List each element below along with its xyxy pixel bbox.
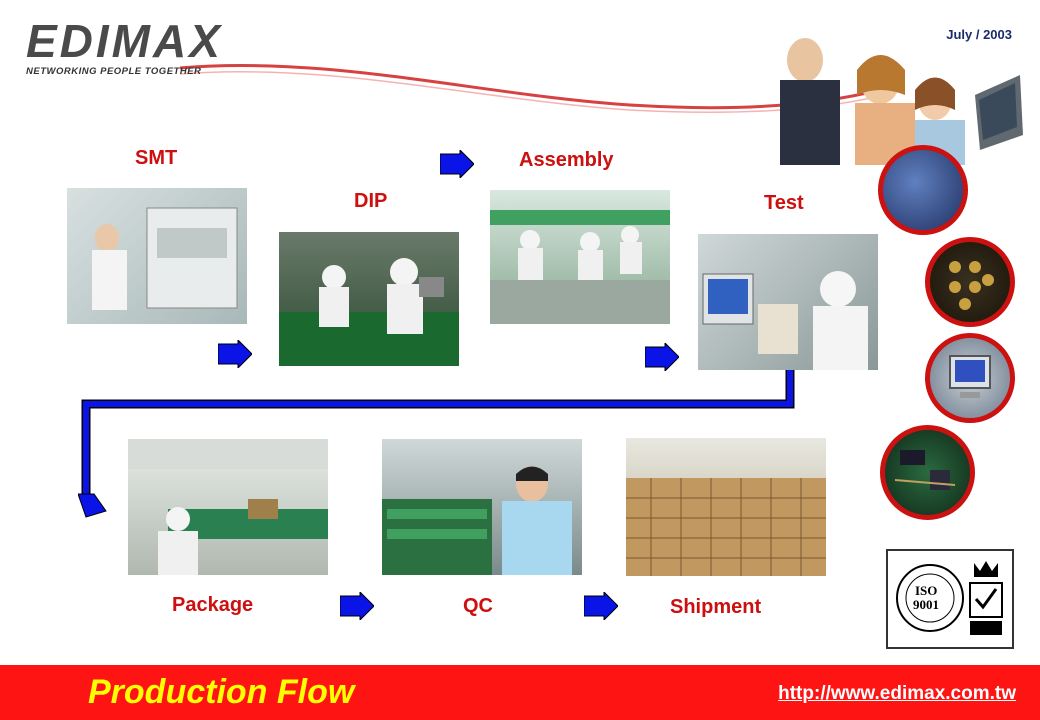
website-link[interactable]: http://www.edimax.com.tw [778,683,1016,704]
arrow-right-icon [584,592,618,620]
circuit-board-photo-circle [880,425,975,520]
smt-photo [67,188,247,324]
arrow-right-icon [645,343,679,371]
qc-photo [382,439,582,575]
edimax-logo: EDIMAX [26,15,223,67]
iso-label: ISO [915,583,938,598]
step-label-smt: SMT [135,147,178,169]
assembly-photo [490,190,670,324]
flow-connector-arrow-icon [78,370,795,518]
iso-number: 9001 [913,597,939,612]
cable-photo-circle [878,145,968,235]
iso-certification-badge-icon: ISO 9001 [886,549,1014,649]
connectors-photo-circle [925,237,1015,327]
footer-bar [0,665,1040,720]
dip-photo [279,232,459,366]
logo-tagline: NETWORKING PEOPLE TOGETHER [26,66,202,77]
shipment-photo [626,438,826,576]
step-label-test: Test [764,192,804,214]
arrow-right-icon [440,150,474,178]
monitor-photo-circle [925,333,1015,423]
arrow-right-icon [218,340,252,368]
step-label-shipment: Shipment [670,596,762,618]
presentation-date: July / 2003 [946,27,1012,42]
arrow-right-icon [340,592,374,620]
step-label-assembly: Assembly [519,149,614,171]
step-label-package: Package [172,594,254,616]
step-label-dip: DIP [354,190,388,212]
page-title: Production Flow [88,673,355,711]
package-photo [128,439,328,575]
step-label-qc: QC [463,595,493,617]
people-photo [765,15,1025,165]
test-photo [698,234,878,370]
